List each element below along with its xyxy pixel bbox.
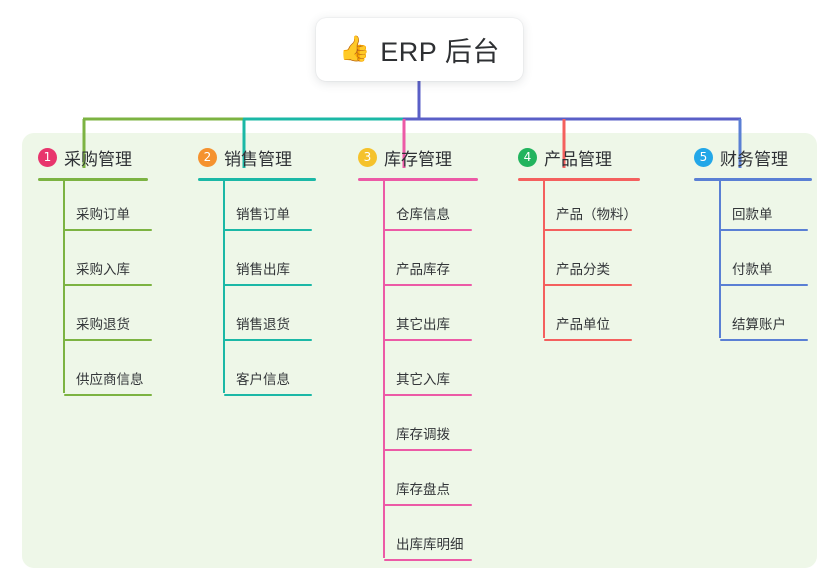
- column-header-1[interactable]: 1 采购管理: [38, 143, 148, 171]
- list-item-label: 仓库信息: [396, 207, 450, 222]
- list-item-rule: [384, 449, 472, 451]
- list-item[interactable]: 产品单位: [544, 313, 634, 341]
- list-item[interactable]: 出库库明细: [384, 533, 474, 561]
- list-item-rule: [64, 284, 152, 286]
- column-items: 仓库信息产品库存其它出库其它入库库存调拨库存盘点出库库明细: [358, 181, 478, 566]
- list-item-label: 回款单: [732, 207, 773, 222]
- list-item-label: 产品库存: [396, 262, 450, 277]
- column-items: 采购订单采购入库采购退货供应商信息: [38, 181, 152, 401]
- list-item[interactable]: 采购退货: [64, 313, 154, 341]
- list-item-label: 客户信息: [236, 372, 290, 387]
- root-title: ERP 后台: [380, 37, 500, 67]
- column-header-rule: [358, 178, 478, 181]
- list-item-rule: [224, 339, 312, 341]
- list-item-label: 采购退货: [76, 317, 130, 332]
- list-item-label: 采购订单: [76, 207, 130, 222]
- column-5: 5 财务管理回款单付款单结算账户: [694, 143, 812, 346]
- list-item[interactable]: 采购入库: [64, 258, 154, 286]
- list-item[interactable]: 产品分类: [544, 258, 634, 286]
- list-item[interactable]: 库存调拨: [384, 423, 474, 451]
- column-2: 2 销售管理销售订单销售出库销售退货客户信息: [198, 143, 316, 401]
- list-item-rule: [720, 229, 808, 231]
- list-item-rule: [720, 284, 808, 286]
- column-items: 产品（物料） 产品分类产品单位: [518, 181, 640, 346]
- list-item[interactable]: 结算账户: [720, 313, 810, 341]
- list-item[interactable]: 其它出库: [384, 313, 474, 341]
- list-item[interactable]: 供应商信息: [64, 368, 154, 396]
- column-header-rule: [198, 178, 316, 181]
- list-item-label: 供应商信息: [76, 372, 144, 387]
- list-item-rule: [384, 559, 472, 561]
- list-item-rule: [224, 229, 312, 231]
- list-item-rule: [544, 339, 632, 341]
- column-badge-icon: 2: [198, 147, 217, 167]
- list-item[interactable]: 销售出库: [224, 258, 314, 286]
- list-item-rule: [224, 394, 312, 396]
- list-item-label: 其它入库: [396, 372, 450, 387]
- list-item-rule: [544, 229, 632, 231]
- list-item-rule: [64, 394, 152, 396]
- list-item-label: 产品单位: [556, 317, 610, 332]
- column-title: 销售管理: [224, 149, 292, 169]
- list-item-label: 销售订单: [236, 207, 290, 222]
- list-item-label: 库存盘点: [396, 482, 450, 497]
- list-item[interactable]: 回款单: [720, 203, 810, 231]
- list-item[interactable]: 采购订单: [64, 203, 154, 231]
- column-badge-icon: 4: [518, 147, 537, 167]
- column-title: 产品管理: [544, 149, 612, 169]
- column-header-2[interactable]: 2 销售管理: [198, 143, 316, 171]
- column-header-rule: [518, 178, 640, 181]
- list-item[interactable]: 仓库信息: [384, 203, 474, 231]
- list-item-label: 产品（物料）: [556, 207, 637, 222]
- column-1: 1 采购管理采购订单采购入库采购退货供应商信息: [38, 143, 152, 401]
- column-badge-icon: 5: [694, 147, 713, 167]
- list-item-label: 出库库明细: [396, 537, 464, 552]
- column-items: 销售订单销售出库销售退货客户信息: [198, 181, 316, 401]
- root-node[interactable]: 👍 ERP 后台: [316, 18, 523, 81]
- list-item-label: 采购入库: [76, 262, 130, 277]
- list-item[interactable]: 其它入库: [384, 368, 474, 396]
- list-item-label: 库存调拨: [396, 427, 450, 442]
- list-item[interactable]: 销售退货: [224, 313, 314, 341]
- list-item-rule: [224, 284, 312, 286]
- list-item-rule: [384, 284, 472, 286]
- column-items: 回款单付款单结算账户: [694, 181, 812, 346]
- column-header-5[interactable]: 5 财务管理: [694, 143, 812, 171]
- column-title: 采购管理: [64, 149, 132, 169]
- list-item[interactable]: 产品库存: [384, 258, 474, 286]
- list-item[interactable]: 客户信息: [224, 368, 314, 396]
- list-item-label: 其它出库: [396, 317, 450, 332]
- list-item[interactable]: 付款单: [720, 258, 810, 286]
- column-3: 3 库存管理仓库信息产品库存其它出库其它入库库存调拨库存盘点出库库明细: [358, 143, 478, 566]
- list-item-rule: [384, 339, 472, 341]
- list-item-label: 销售退货: [236, 317, 290, 332]
- column-header-rule: [38, 178, 148, 181]
- column-header-3[interactable]: 3 库存管理: [358, 143, 478, 171]
- column-header-4[interactable]: 4 产品管理: [518, 143, 640, 171]
- column-badge-icon: 3: [358, 147, 377, 167]
- list-item-label: 销售出库: [236, 262, 290, 277]
- column-title: 财务管理: [720, 149, 788, 169]
- list-item-rule: [544, 284, 632, 286]
- list-item[interactable]: 产品（物料）: [544, 203, 637, 231]
- list-item-rule: [384, 394, 472, 396]
- list-item-rule: [384, 504, 472, 506]
- column-4: 4 产品管理产品（物料） 产品分类产品单位: [518, 143, 640, 346]
- list-item-label: 结算账户: [732, 317, 786, 332]
- content-panel: [22, 133, 817, 568]
- column-header-rule: [694, 178, 812, 181]
- list-item-rule: [64, 229, 152, 231]
- list-item-rule: [384, 229, 472, 231]
- thumbs-up-icon: 👍: [339, 35, 371, 63]
- list-item-label: 产品分类: [556, 262, 610, 277]
- list-item-label: 付款单: [732, 262, 773, 277]
- column-badge-icon: 1: [38, 147, 57, 167]
- column-title: 库存管理: [384, 149, 452, 169]
- list-item-rule: [64, 339, 152, 341]
- list-item-rule: [720, 339, 808, 341]
- list-item[interactable]: 销售订单: [224, 203, 314, 231]
- list-item[interactable]: 库存盘点: [384, 478, 474, 506]
